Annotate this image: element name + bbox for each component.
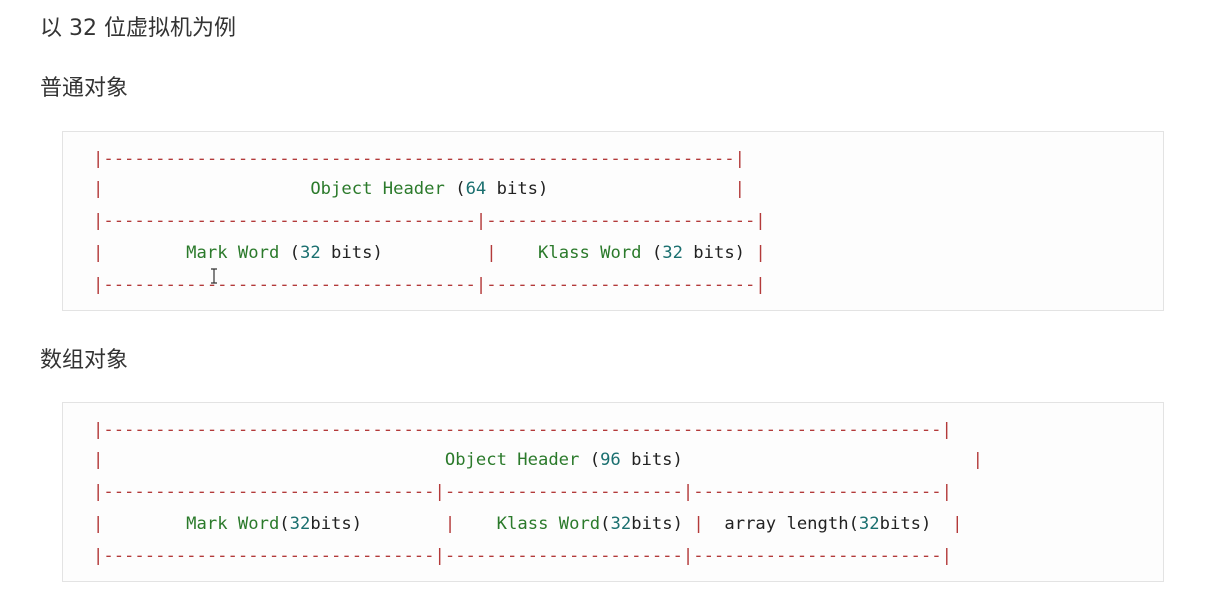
pipe: | <box>93 179 104 199</box>
object-header-label: Object Header <box>310 179 445 199</box>
intro-heading: 以 32 位虚拟机为例 <box>40 16 236 41</box>
bits-number: 32 <box>610 514 632 534</box>
padding <box>383 243 486 263</box>
dash-run: ------------------------------------ <box>103 211 476 231</box>
dash-run: ----------------------------------------… <box>103 420 942 440</box>
paren-open: ( <box>641 243 663 263</box>
bits-text: bits) <box>320 243 383 263</box>
array-line-3: |--------------------------------|------… <box>93 482 952 502</box>
pipe: | <box>734 149 745 169</box>
pipe: | <box>693 514 704 534</box>
pipe: | <box>93 546 104 566</box>
pipe: | <box>93 211 104 231</box>
mark-word-label: Mark Word <box>186 243 280 263</box>
pipe: | <box>93 243 104 263</box>
dash-run: ------------------------ <box>693 546 942 566</box>
bits-number: 32 <box>662 243 683 263</box>
pipe: | <box>755 243 766 263</box>
paren-open: ( <box>579 450 601 470</box>
dash-run: ------------------------------------ <box>103 275 476 295</box>
dash-run: ----------------------- <box>444 546 683 566</box>
bits-text: bits) <box>682 243 746 263</box>
bits-number: 32 <box>300 243 321 263</box>
padding <box>103 243 186 263</box>
dash-run: -------------------------------- <box>103 546 435 566</box>
array-length-label: array length( <box>724 514 859 534</box>
bits-text: bits) <box>486 179 549 199</box>
pipe: | <box>475 275 487 295</box>
pipe: | <box>93 275 104 295</box>
pipe: | <box>93 420 104 440</box>
pipe: | <box>941 482 952 502</box>
klass-word-label: Klass Word <box>538 243 642 263</box>
pipe: | <box>682 546 694 566</box>
pipe: | <box>682 482 694 502</box>
pipe: | <box>941 420 952 440</box>
dash-run: -------------------------------- <box>103 482 435 502</box>
pipe: | <box>734 179 745 199</box>
pipe: | <box>755 275 766 295</box>
paren-open: ( <box>600 514 611 534</box>
padding <box>704 514 725 534</box>
array-line-4: | Mark Word(32bits) | Klass Word(32bits)… <box>93 514 962 534</box>
padding <box>362 514 445 534</box>
pipe: | <box>941 546 952 566</box>
normal-line-5: |------------------------------------|--… <box>93 275 766 295</box>
array-line-2: | Object Header (96 bits) | <box>93 450 983 470</box>
mark-word-label: Mark Word <box>186 514 280 534</box>
normal-object-heading: 普通对象 <box>40 76 129 101</box>
pipe: | <box>755 211 766 231</box>
dash-run: ------------------------ <box>693 482 942 502</box>
array-line-5: |--------------------------------|------… <box>93 546 952 566</box>
normal-line-1: |---------------------------------------… <box>93 149 745 169</box>
space <box>445 179 455 199</box>
bits-text: bits) <box>620 450 683 470</box>
padding <box>683 514 693 534</box>
pipe: | <box>93 514 104 534</box>
dash-run: -------------------------- <box>486 275 756 295</box>
padding <box>103 514 186 534</box>
text-cursor-icon <box>211 268 217 284</box>
padding <box>103 450 444 470</box>
bits-number: 64 <box>465 179 487 199</box>
array-line-1: |---------------------------------------… <box>93 420 952 440</box>
paren-open: ( <box>279 243 300 263</box>
bits-number: 32 <box>289 514 311 534</box>
pipe: | <box>434 546 445 566</box>
padding <box>455 514 496 534</box>
object-header-label: Object Header <box>444 450 580 470</box>
pipe: | <box>434 482 445 502</box>
padding <box>497 243 538 263</box>
dash-run: ----------------------------------------… <box>103 149 735 169</box>
padding <box>745 243 755 263</box>
bits-text: bits) <box>879 514 932 534</box>
pipe: | <box>972 450 983 470</box>
bits-number: 32 <box>858 514 880 534</box>
bits-number: 96 <box>600 450 621 470</box>
normal-line-3: |------------------------------------|--… <box>93 211 766 231</box>
klass-word-label: Klass Word <box>496 514 601 534</box>
array-object-heading: 数组对象 <box>40 348 129 373</box>
pipe: | <box>93 482 104 502</box>
pipe: | <box>93 149 104 169</box>
pipe: | <box>486 243 497 263</box>
pipe: | <box>475 211 487 231</box>
array-object-code-block[interactable]: |---------------------------------------… <box>62 402 1164 582</box>
pipe: | <box>93 450 104 470</box>
dash-run: ----------------------- <box>444 482 683 502</box>
padding <box>931 514 952 534</box>
bits-text: bits) <box>310 514 363 534</box>
paren-open: ( <box>455 179 466 199</box>
padding <box>683 450 973 470</box>
normal-line-4: | Mark Word (32 bits) | Klass Word (32 b… <box>93 243 766 263</box>
bits-text: bits) <box>631 514 683 534</box>
pipe: | <box>444 514 456 534</box>
padding <box>548 179 734 199</box>
padding <box>103 179 310 199</box>
normal-object-code-block[interactable]: |---------------------------------------… <box>62 131 1164 311</box>
dash-run: -------------------------- <box>486 211 756 231</box>
pipe: | <box>952 514 963 534</box>
normal-line-2: | Object Header (64 bits) | <box>93 179 745 199</box>
paren-open: ( <box>279 514 290 534</box>
